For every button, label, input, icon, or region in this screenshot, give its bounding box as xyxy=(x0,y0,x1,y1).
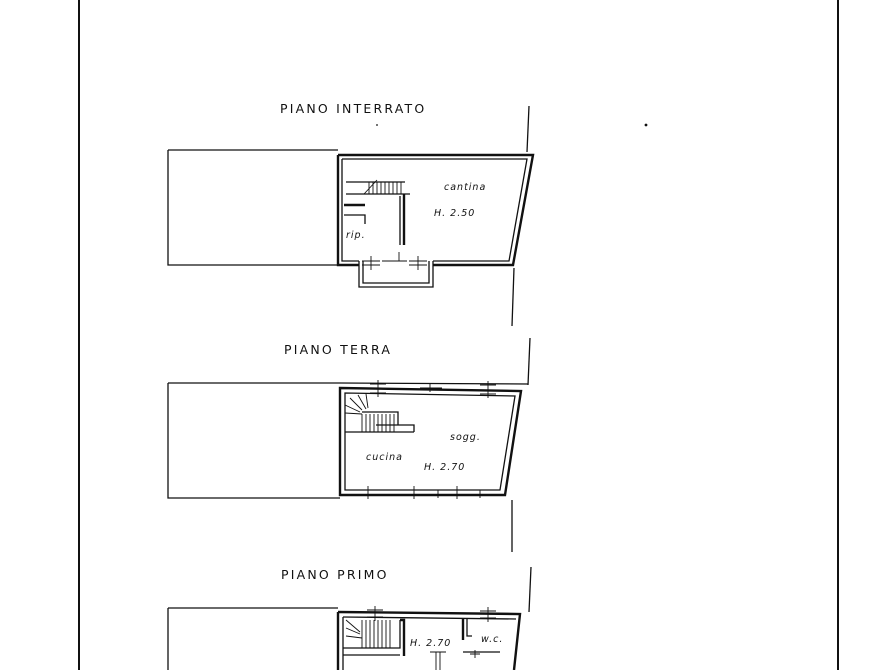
room-label-cucina: cucina xyxy=(366,452,403,463)
room-height-interrato: H. 2.50 xyxy=(434,208,475,219)
floor-title-terra: PIANO TERRA xyxy=(284,342,392,357)
floor-plan-terra: PIANO TERRA xyxy=(167,337,531,552)
room-label-ripostiglio: rip. xyxy=(346,230,366,241)
room-label-wc: w.c. xyxy=(481,634,503,645)
mark-dot xyxy=(644,123,648,127)
room-label-soggiorno: sogg. xyxy=(450,432,481,443)
floor-title-interrato: PIANO INTERRATO xyxy=(280,101,426,116)
room-label-cantina: cantina xyxy=(444,182,486,193)
floor-plan-primo: PIANO PRIMO xyxy=(167,566,532,670)
floor-plan-interrato: PIANO INTERRATO xyxy=(167,101,535,327)
room-height-terra: H. 2.70 xyxy=(424,462,465,473)
floor-title-primo: PIANO PRIMO xyxy=(281,567,389,582)
room-height-primo: H. 2.70 xyxy=(410,638,451,649)
